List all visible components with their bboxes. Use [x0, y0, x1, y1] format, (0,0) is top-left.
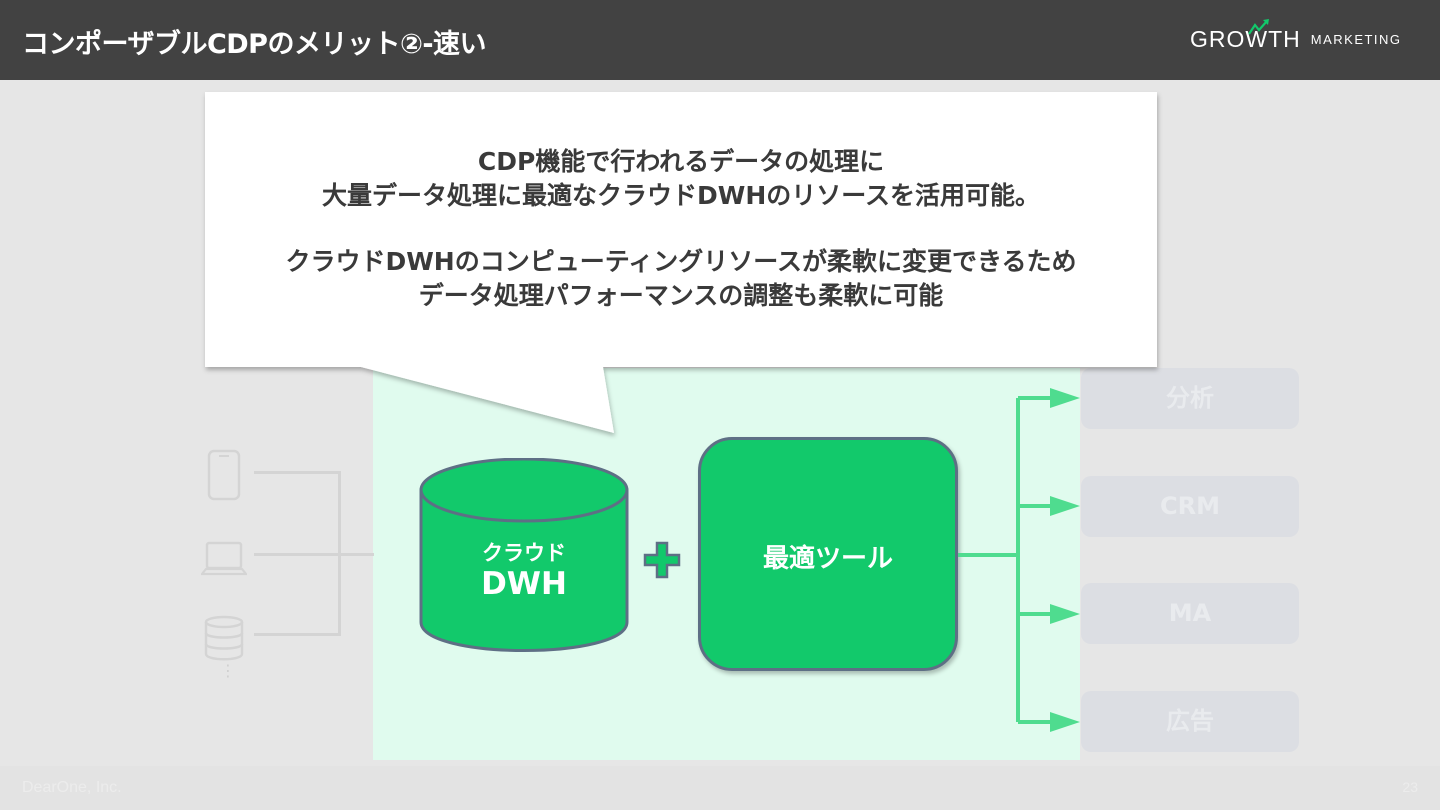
logo-sub-text: MARKETING — [1310, 32, 1402, 47]
target-ma: MA — [1081, 583, 1299, 644]
dwh-label-line1: クラウド — [482, 541, 566, 565]
logo-arrow-icon — [1248, 19, 1269, 35]
target-analysis: 分析 — [1081, 368, 1299, 429]
branch-arrows — [958, 388, 1080, 732]
source-connector — [254, 471, 340, 474]
bubble-message: CDP機能で行われるデータの処理に 大量データ処理に最適なクラウドDWHのリソー… — [205, 145, 1157, 313]
bubble-line-4: データ処理パフォーマンスの調整も柔軟に可能 — [418, 281, 944, 310]
page-number: 23 — [1402, 779, 1418, 795]
page-title: コンポーザブルCDPのメリット②-速い — [22, 29, 487, 60]
more-sources-ellipsis: ⋮ — [220, 661, 236, 680]
source-connector — [338, 471, 341, 636]
dwh-label-line2: DWH — [481, 566, 567, 602]
logo-main-text: GROWTH — [1190, 26, 1301, 52]
header-bar: コンポーザブルCDPのメリット②-速い GROWTH MARKETING — [0, 0, 1440, 80]
plus-icon — [643, 541, 681, 579]
bubble-line-3: クラウドDWHのコンピューティングリソースが柔軟に変更できるため — [285, 247, 1077, 276]
footer-bar: DearOne, Inc. 23 — [0, 766, 1440, 810]
cloud-dwh-cylinder — [419, 458, 629, 652]
bubble-line-2: 大量データ処理に最適なクラウドDWHのリソースを活用可能。 — [321, 181, 1040, 210]
optimal-tool-label: 最適ツール — [762, 544, 893, 574]
laptop-icon — [201, 541, 247, 576]
bubble-line-1: CDP機能で行われるデータの処理に — [477, 147, 885, 176]
database-icon — [204, 615, 244, 661]
company-name: DearOne, Inc. — [22, 779, 122, 796]
source-connector — [254, 553, 374, 556]
source-connector — [254, 633, 340, 636]
optimal-tool-box — [698, 437, 958, 671]
smartphone-icon — [207, 449, 241, 501]
growth-marketing-logo: GROWTH MARKETING — [1190, 19, 1402, 56]
target-crm: CRM — [1081, 476, 1299, 537]
target-ads: 広告 — [1081, 691, 1299, 752]
